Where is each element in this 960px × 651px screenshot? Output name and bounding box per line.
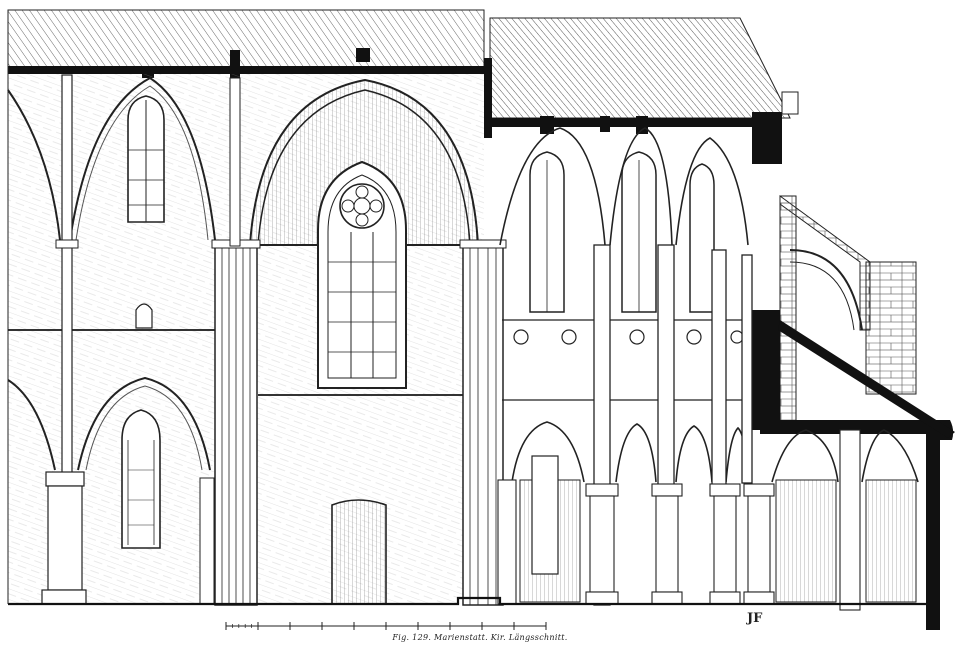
choir-lancets bbox=[529, 151, 715, 313]
rose-window bbox=[339, 183, 385, 229]
triforium bbox=[502, 319, 752, 401]
section-wall-black bbox=[752, 310, 780, 430]
nave-roof bbox=[7, 9, 485, 69]
choir-tie-beam bbox=[490, 118, 760, 127]
tracery-window bbox=[317, 160, 407, 389]
artist-monogram: JF bbox=[747, 611, 763, 626]
scale-bar bbox=[225, 622, 547, 630]
aisle-window bbox=[121, 409, 161, 549]
clerestory-window-left bbox=[127, 95, 165, 223]
column-left bbox=[41, 74, 87, 605]
choir-roof bbox=[489, 17, 791, 119]
choir-columns bbox=[497, 244, 861, 611]
pier-right bbox=[459, 239, 507, 606]
ground-line bbox=[8, 596, 926, 606]
door bbox=[331, 499, 387, 605]
choir-section bbox=[484, 17, 955, 630]
ambulatory-arches bbox=[511, 421, 919, 603]
nave-tie-beam bbox=[8, 66, 484, 74]
nave-section bbox=[7, 9, 507, 606]
small-lancet bbox=[135, 303, 153, 329]
figure-caption: Fig. 129. Marienstatt. Kir. Längsschnitt… bbox=[392, 633, 568, 642]
pier-cluster-center bbox=[211, 77, 261, 606]
